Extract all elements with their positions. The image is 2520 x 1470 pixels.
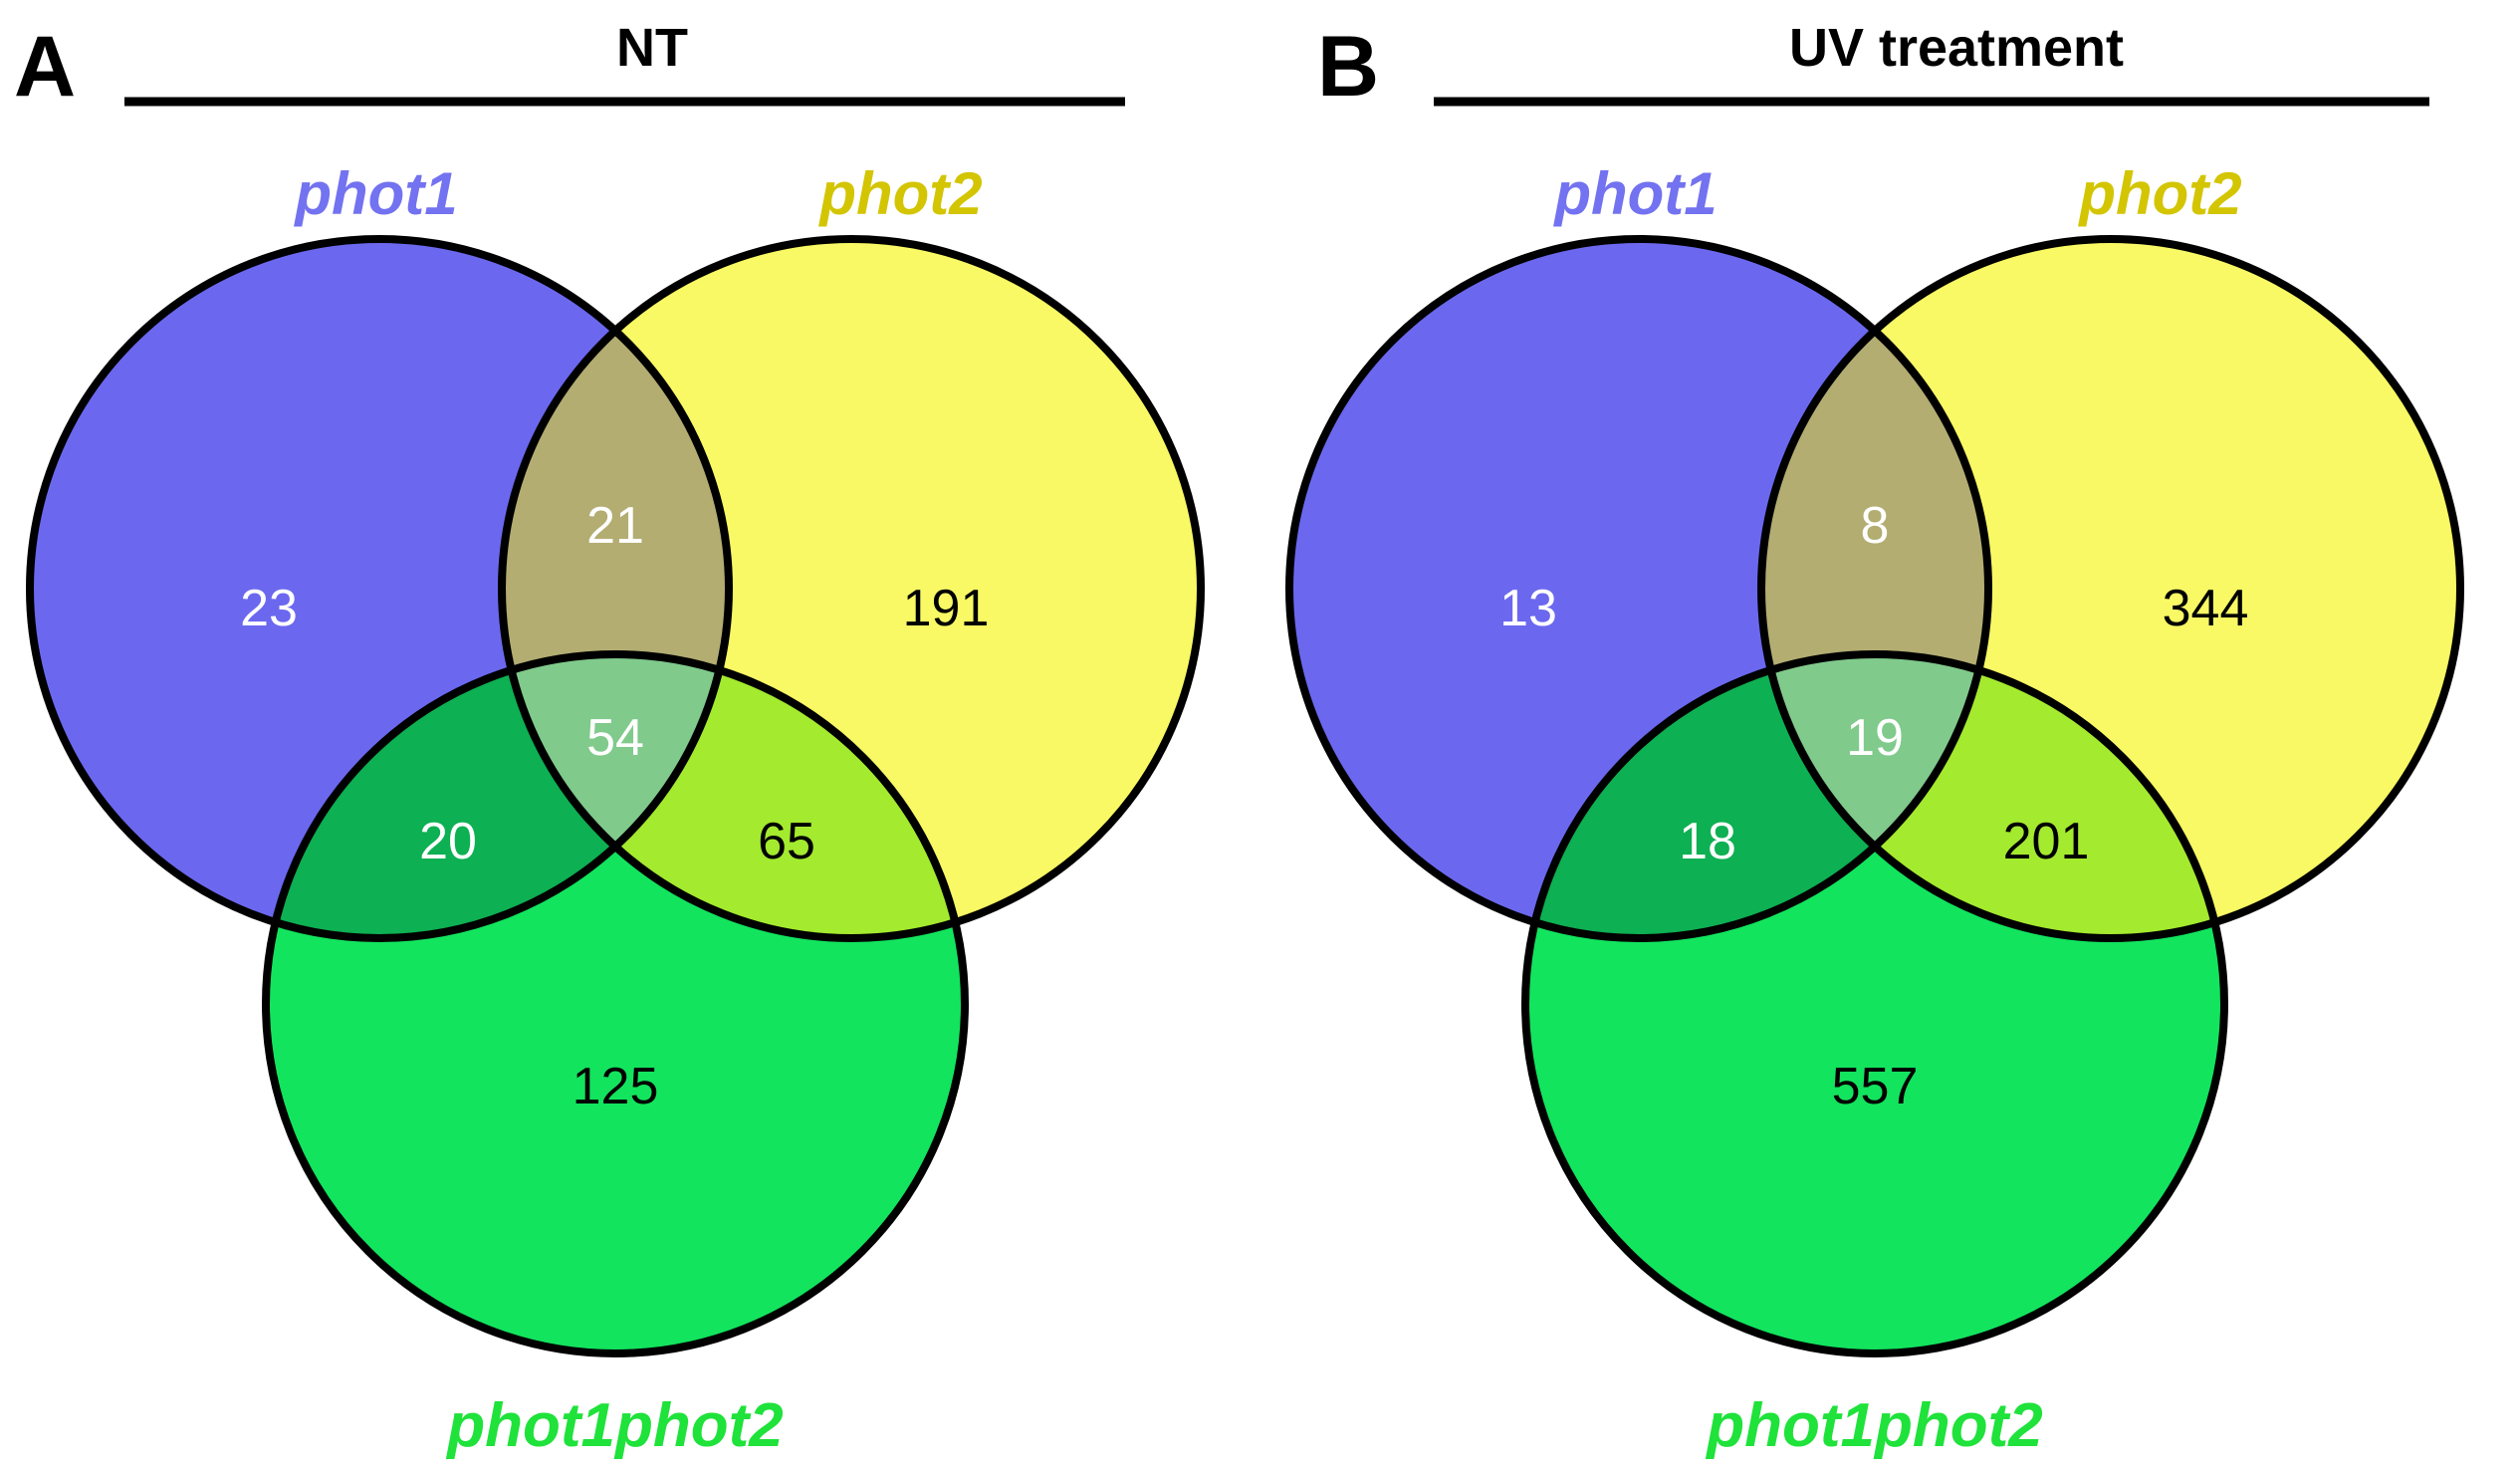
value-set1-set2: 21 (586, 497, 644, 555)
panel-title: NT (616, 18, 688, 78)
overlap-set2-set3 (502, 654, 965, 938)
value-set3-only: 125 (573, 1058, 659, 1115)
set3-label: phot1phot2 (445, 1391, 784, 1460)
value-all-three: 19 (1846, 709, 1904, 767)
set3-label: phot1phot2 (1705, 1391, 2043, 1460)
set2-label: phot2 (817, 160, 982, 227)
value-set1-set3: 18 (1679, 813, 1736, 870)
set1-label: phot1 (293, 160, 457, 227)
overlap-set1-set3 (1525, 654, 1988, 938)
value-set1-set3: 20 (419, 813, 477, 870)
value-set2-set3: 65 (758, 813, 815, 870)
value-set2-set3: 201 (2003, 813, 2090, 870)
panel-letter: A (14, 19, 76, 115)
venn-panel-a: A NT phot1 phot2 23 191 (14, 18, 1205, 1460)
venn-diagram (26, 235, 1205, 1357)
set2-circle-outline (498, 235, 1205, 942)
set3-circle-outline (262, 650, 969, 1357)
value-set2-only: 344 (2163, 580, 2249, 637)
panel-title: UV treatment (1789, 18, 2124, 78)
set2-label: phot2 (2077, 160, 2241, 227)
overlap-set1-set3 (266, 654, 729, 938)
set1-circle-outline (1285, 235, 1992, 942)
venn-diagram (1285, 235, 2464, 1357)
panel-letter: B (1317, 19, 1379, 115)
value-all-three: 54 (586, 709, 644, 767)
set1-circle-outline (26, 235, 733, 942)
value-set1-only: 13 (1499, 580, 1557, 637)
value-set1-only: 23 (240, 580, 298, 637)
set1-label: phot1 (1552, 160, 1717, 227)
set3-circle-outline (1521, 650, 2228, 1357)
value-set2-only: 191 (903, 580, 990, 637)
value-set3-only: 557 (1832, 1058, 1919, 1115)
set2-circle-outline (1757, 235, 2464, 942)
venn-panel-b: B UV treatment phot1 phot2 1 (1285, 18, 2464, 1460)
value-set1-set2: 8 (1861, 497, 1890, 555)
overlap-set2-set3 (1761, 654, 2224, 938)
